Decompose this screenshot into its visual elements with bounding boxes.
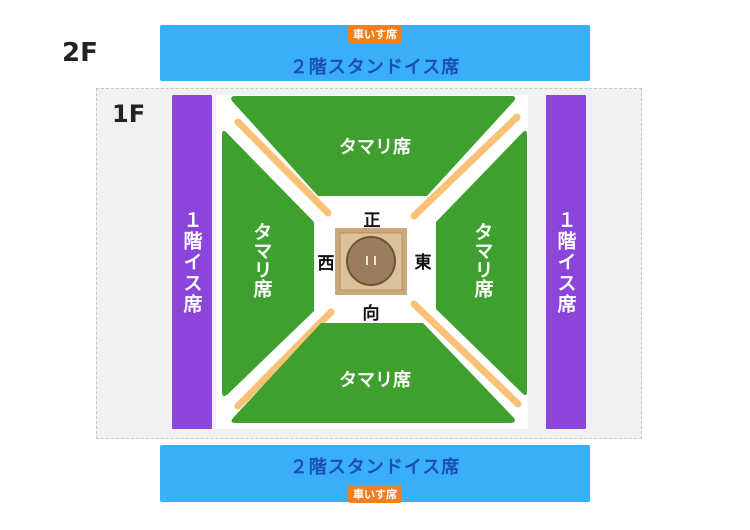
- aisle-top-right: [410, 113, 521, 220]
- direction-east: 東: [414, 253, 432, 273]
- aisle-bottom-right: [410, 300, 522, 408]
- tamari-label-bottom: タマリ席: [339, 370, 411, 391]
- dohyo-ring: [346, 236, 396, 286]
- stand-2f-bottom[interactable]: ２階スタンドイス席 車いす席: [160, 445, 590, 503]
- tamari-block-right[interactable]: [436, 130, 527, 396]
- tamari-block-top[interactable]: [231, 96, 516, 196]
- tamari-block-bottom[interactable]: [231, 323, 515, 423]
- tamari-label-top: タマリ席: [339, 137, 411, 158]
- stand-2f-top-label: ２階スタンドイス席: [289, 57, 461, 78]
- stand-2f-top[interactable]: 車いす席 ２階スタンドイス席: [160, 25, 590, 81]
- wheelchair-badge-bottom: 車いす席: [348, 485, 402, 503]
- aisle-bottom-left: [234, 308, 335, 410]
- side-seats-left-label: １階イス席: [180, 209, 203, 315]
- floor-label-1f: 1F: [112, 100, 146, 128]
- side-seats-right-label: １階イス席: [554, 209, 577, 315]
- tamari-block-left[interactable]: [222, 130, 314, 397]
- direction-north: 正: [363, 211, 381, 231]
- tamari-label-right: タマリ席: [471, 222, 494, 298]
- side-seats-right[interactable]: １階イス席: [546, 95, 586, 429]
- stand-2f-bottom-label: ２階スタンドイス席: [289, 457, 461, 478]
- direction-west: 西: [317, 254, 335, 274]
- floor-label-2f: 2F: [62, 38, 98, 68]
- aisle-top-left: [234, 118, 332, 217]
- direction-south: 向: [362, 304, 380, 324]
- tamari-label-left: タマリ席: [250, 222, 273, 298]
- aisles: [234, 113, 522, 410]
- side-seats-left[interactable]: １階イス席: [172, 95, 212, 429]
- wheelchair-badge-top: 車いす席: [348, 25, 402, 43]
